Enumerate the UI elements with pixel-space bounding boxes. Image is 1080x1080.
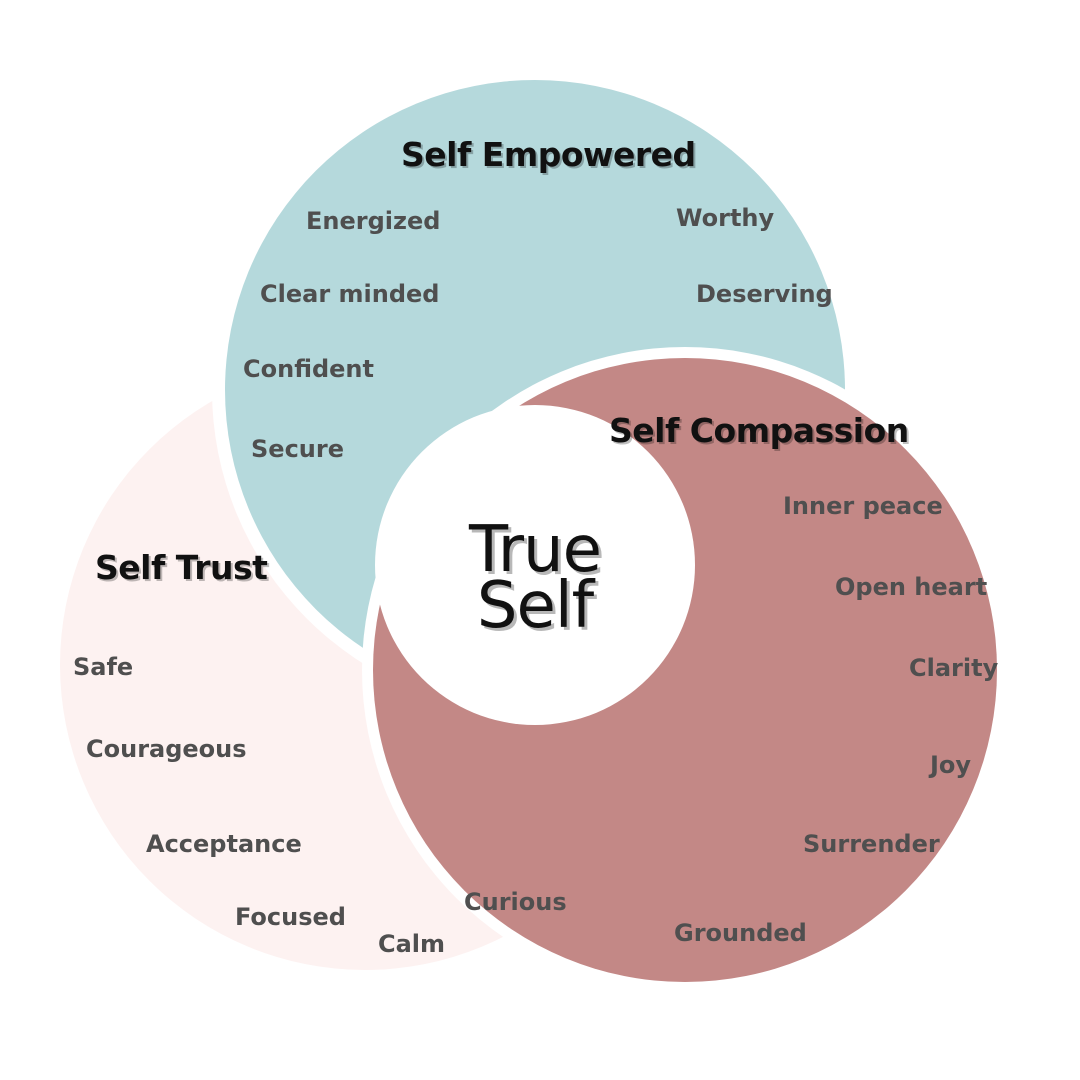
true-self-line-1: True [469, 513, 602, 587]
empowered-word: Confident [243, 355, 374, 383]
self-compassion-title: Self Compassion [609, 411, 909, 450]
trust-word: Acceptance [146, 830, 302, 858]
empowered-word: Deserving [696, 280, 833, 308]
empowered-word: Energized [306, 207, 441, 235]
trust-word: Focused [235, 903, 346, 931]
compassion-word: Inner peace [783, 492, 943, 520]
true-self-label: True Self [440, 513, 630, 643]
trust-word: Safe [73, 653, 134, 681]
true-self-core [375, 405, 695, 725]
compassion-word: Open heart [835, 573, 988, 601]
trust-word: Curious [464, 888, 567, 916]
trust-word: Calm [378, 930, 446, 958]
compassion-word: Clarity [909, 654, 999, 682]
compassion-word: Joy [930, 751, 972, 779]
compassion-word: Surrender [803, 830, 940, 858]
empowered-word: Secure [251, 435, 344, 463]
self-empowered-title: Self Empowered [401, 135, 696, 174]
empowered-word: Worthy [676, 204, 775, 232]
empowered-word: Clear minded [260, 280, 440, 308]
compassion-word: Grounded [674, 919, 807, 947]
true-self-line-2: Self [476, 569, 594, 643]
self-trust-title: Self Trust [95, 548, 268, 587]
trust-word: Courageous [86, 735, 247, 763]
